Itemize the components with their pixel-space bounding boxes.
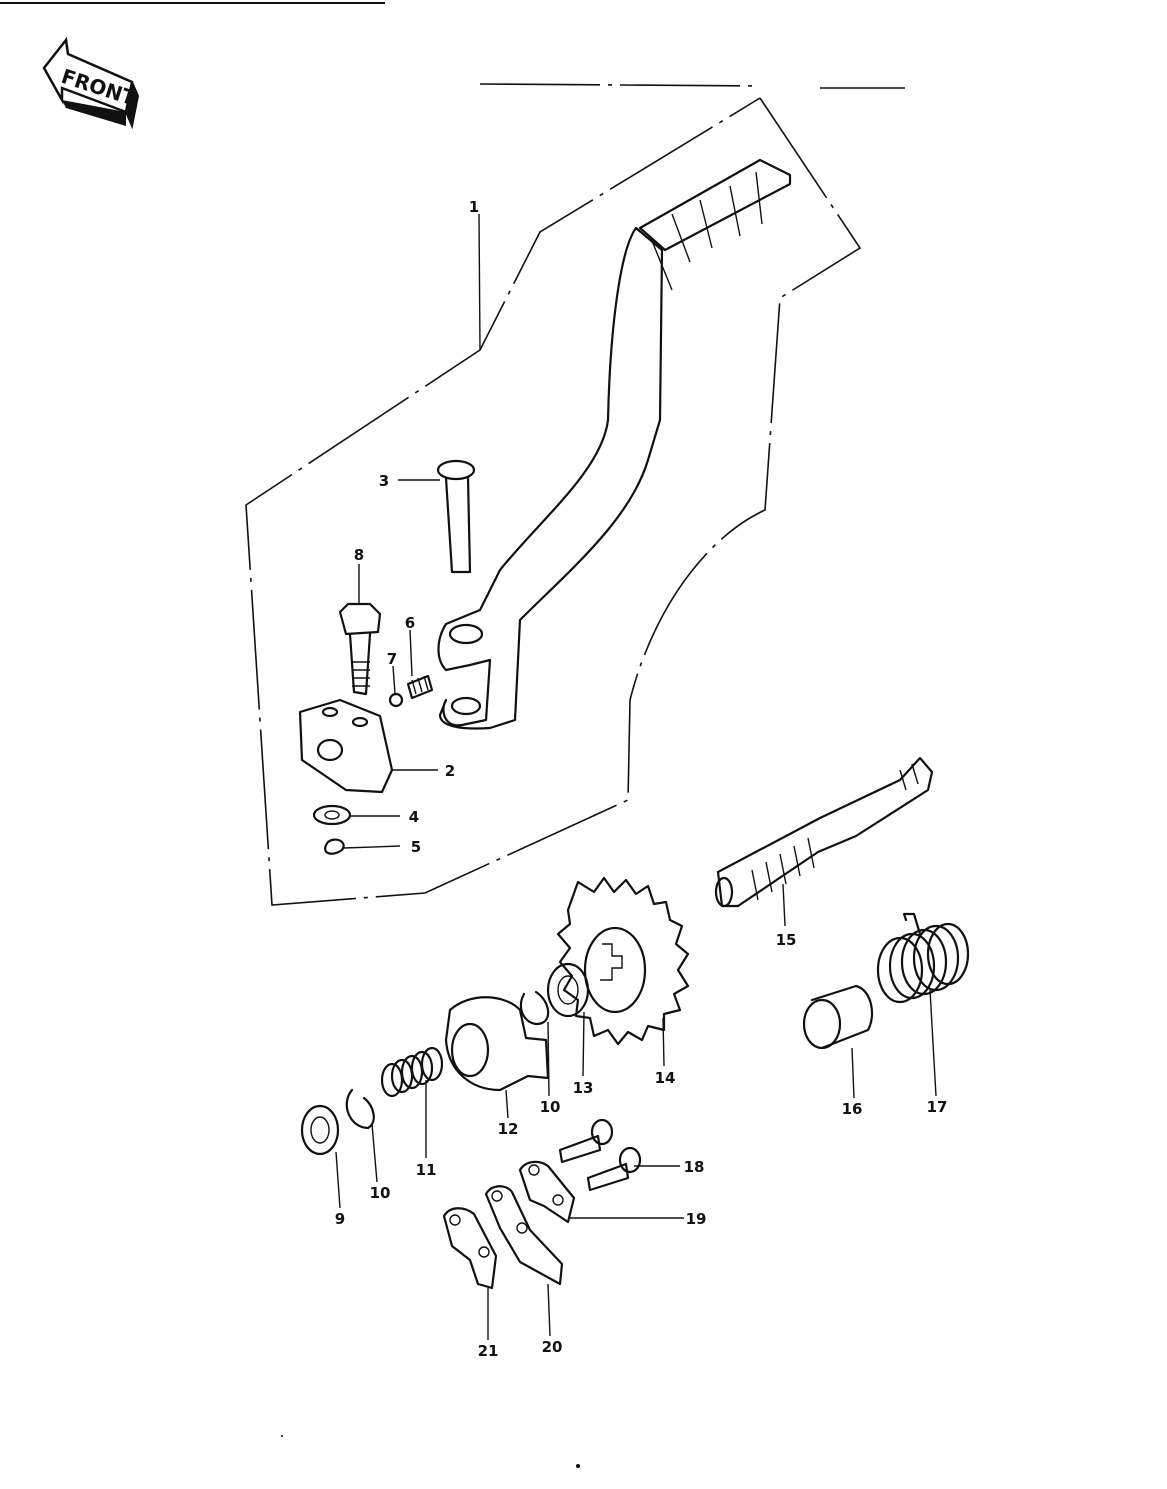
callout-19: 19 <box>686 1210 707 1228</box>
return-spring-part-17 <box>876 912 970 1004</box>
callout-7: 7 <box>387 650 397 668</box>
callout-5: 5 <box>411 838 421 856</box>
detent-spring-part-6 <box>406 674 434 700</box>
callout-10-upper: 10 <box>540 1098 561 1116</box>
callout-14: 14 <box>655 1069 676 1087</box>
stopper-plate-part-19 <box>518 1160 576 1224</box>
callout-18: 18 <box>684 1158 705 1176</box>
scan-speck <box>281 1435 283 1437</box>
ratchet-spring-part-11 <box>380 1046 444 1098</box>
washer-part-4 <box>312 804 352 826</box>
callout-9: 9 <box>335 1210 345 1228</box>
callout-2: 2 <box>445 762 455 780</box>
thrust-washer-part-13 <box>546 962 590 1018</box>
callout-20: 20 <box>542 1338 563 1356</box>
leader-lines <box>335 213 937 1340</box>
front-direction-badge: FRONT <box>42 36 140 130</box>
kick-gear-part-14 <box>556 876 690 1046</box>
circlip-part-10-upper <box>519 990 550 1025</box>
detent-ball-part-7 <box>388 692 404 708</box>
callout-15: 15 <box>776 931 797 949</box>
callout-labels: 1 2 3 4 5 6 7 8 9 10 10 11 12 13 14 15 1… <box>335 198 948 1360</box>
clamp-bolt-part-8 <box>338 602 382 696</box>
callout-12: 12 <box>498 1120 519 1138</box>
callout-11: 11 <box>416 1161 437 1179</box>
callout-3: 3 <box>379 472 389 490</box>
shaft-guide-part-16 <box>802 984 874 1050</box>
cap-bolt-part-18b <box>586 1146 642 1192</box>
callout-16: 16 <box>842 1100 863 1118</box>
callout-10-lower: 10 <box>370 1184 391 1202</box>
callout-21: 21 <box>478 1342 499 1360</box>
stopper-plate-part-20 <box>484 1185 564 1286</box>
callout-6: 6 <box>405 614 415 632</box>
callout-1: 1 <box>469 198 479 216</box>
callout-13: 13 <box>573 1079 594 1097</box>
callout-4: 4 <box>409 808 419 826</box>
washer-part-9 <box>300 1104 340 1156</box>
kick-shaft-part-15 <box>714 756 934 908</box>
cap-bolt-part-18a <box>558 1118 614 1164</box>
callout-17: 17 <box>927 1098 948 1116</box>
ratchet-part-12 <box>444 996 550 1092</box>
assembly-outline <box>245 83 905 906</box>
kick-lever-part-1 <box>437 158 792 730</box>
pivot-pin-part-3 <box>436 459 476 574</box>
stopper-plate-part-21 <box>442 1207 498 1290</box>
lever-clamp-part-2 <box>298 698 394 794</box>
circlip-part-5 <box>324 838 345 855</box>
callout-8: 8 <box>354 546 364 564</box>
scan-speck <box>576 1464 580 1468</box>
circlip-part-10-lower <box>345 1088 375 1130</box>
